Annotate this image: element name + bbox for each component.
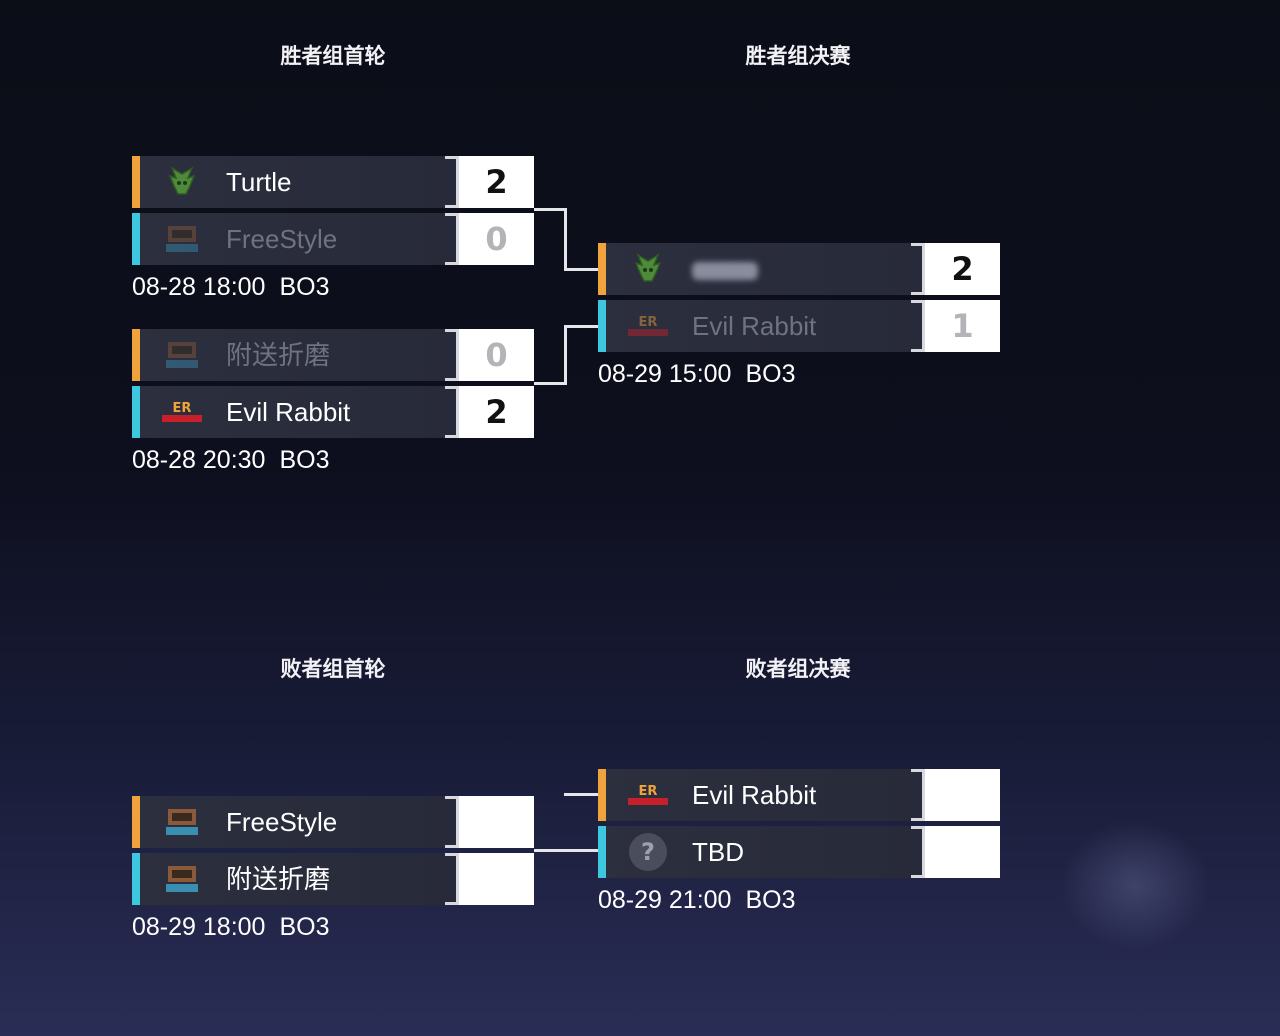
score <box>925 826 1000 878</box>
team-name <box>692 243 758 295</box>
match-format: BO3 <box>745 360 796 388</box>
score-bracket <box>911 769 925 821</box>
turtle-logo-icon <box>626 251 670 287</box>
seed-accent <box>598 826 606 878</box>
score-bracket <box>445 213 459 265</box>
bracket-connector <box>564 793 598 796</box>
seed-accent <box>598 300 606 352</box>
score: 2 <box>925 243 1000 295</box>
match-wb-final[interactable]: 2 ER Evil Rabbit 1 08-29 15:00 BO3 <box>598 243 1000 389</box>
match-info: 08-28 20:30 BO3 <box>132 446 534 475</box>
score-bracket <box>911 243 925 295</box>
seed-accent <box>132 213 140 265</box>
bracket-connector <box>564 325 598 328</box>
team-name: 附送折磨 <box>226 340 331 370</box>
team-name: Evil Rabbit <box>692 311 817 341</box>
team-name: Evil Rabbit <box>226 397 351 427</box>
score: 0 <box>459 213 534 265</box>
team-row[interactable]: ? TBD <box>598 826 1000 878</box>
match-format: BO3 <box>279 273 330 301</box>
match-time: 08-29 18:00 <box>132 913 266 941</box>
match-time: 08-29 15:00 <box>598 360 732 388</box>
match-info: 08-29 18:00 BO3 <box>132 913 534 942</box>
score: 0 <box>459 329 534 381</box>
team-row[interactable]: 附送折磨 <box>132 853 534 905</box>
score: 2 <box>459 156 534 208</box>
seed-accent <box>132 386 140 438</box>
match-lb-final[interactable]: ER Evil Rabbit ? TBD 08-29 21:00 BO3 <box>598 769 1000 915</box>
score-bracket <box>445 853 459 905</box>
freestyle-logo-icon <box>160 804 204 840</box>
team-name: FreeStyle <box>226 224 338 254</box>
round-title-winners-final: 胜者组决赛 <box>745 44 851 68</box>
evil-rabbit-logo-icon: ER <box>160 394 204 430</box>
seed-accent <box>132 156 140 208</box>
score-bracket <box>445 329 459 381</box>
team-row[interactable]: ER Evil Rabbit 1 <box>598 300 1000 352</box>
team-name: FreeStyle <box>226 807 338 837</box>
team-name: Turtle <box>226 167 292 197</box>
bracket-connector <box>534 208 566 211</box>
score <box>459 853 534 905</box>
match-info: 08-29 15:00 BO3 <box>598 360 1000 389</box>
bracket-connector <box>534 849 598 852</box>
team-row[interactable]: 2 <box>598 243 1000 295</box>
svg-text:ER: ER <box>639 315 658 330</box>
match-info: 08-29 21:00 BO3 <box>598 886 1000 915</box>
seed-accent <box>132 796 140 848</box>
score-bracket <box>911 300 925 352</box>
team-row[interactable]: ER Evil Rabbit <box>598 769 1000 821</box>
score-bracket <box>445 156 459 208</box>
match-time: 08-29 21:00 <box>598 886 732 914</box>
evil-rabbit-logo-icon: ER <box>626 777 670 813</box>
seed-accent <box>598 769 606 821</box>
score-bracket <box>911 826 925 878</box>
team-row[interactable]: ER Evil Rabbit 2 <box>132 386 534 438</box>
team-row[interactable]: FreeStyle 0 <box>132 213 534 265</box>
tbd-icon-circle: ? <box>629 833 667 871</box>
bracket-connector <box>564 208 567 271</box>
svg-text:ER: ER <box>173 401 192 416</box>
freestyle-logo-icon <box>160 861 204 897</box>
score <box>459 796 534 848</box>
seed-accent <box>598 243 606 295</box>
turtle-logo-icon <box>160 164 204 200</box>
freestyle-logo-icon <box>160 221 204 257</box>
match-format: BO3 <box>745 886 796 914</box>
round-title-losers-r1: 败者组首轮 <box>280 657 386 681</box>
match-info: 08-28 18:00 BO3 <box>132 273 534 302</box>
score: 1 <box>925 300 1000 352</box>
bracket-connector <box>564 325 567 385</box>
team-row[interactable]: FreeStyle <box>132 796 534 848</box>
score-bracket <box>445 796 459 848</box>
blurred-name-placeholder <box>692 262 758 281</box>
svg-text:ER: ER <box>639 784 658 799</box>
team-name: Evil Rabbit <box>692 780 817 810</box>
question-icon: ? <box>626 833 670 871</box>
team-row[interactable]: 附送折磨 0 <box>132 329 534 381</box>
match-time: 08-28 20:30 <box>132 446 266 474</box>
evil-rabbit-logo-icon: ER <box>626 308 670 344</box>
bracket-connector <box>564 268 598 271</box>
bracket-connector <box>534 382 566 385</box>
team-row[interactable]: Turtle 2 <box>132 156 534 208</box>
score: 2 <box>459 386 534 438</box>
freestyle-logo-icon <box>160 337 204 373</box>
match-lb1[interactable]: FreeStyle 附送折磨 08-29 18:00 BO3 <box>132 796 534 942</box>
match-time: 08-28 18:00 <box>132 273 266 301</box>
score <box>925 769 1000 821</box>
background-decoration <box>1060 820 1210 950</box>
match-format: BO3 <box>279 446 330 474</box>
match-wb2[interactable]: 附送折磨 0 ER Evil Rabbit 2 08-28 20:30 BO3 <box>132 329 534 475</box>
seed-accent <box>132 853 140 905</box>
seed-accent <box>132 329 140 381</box>
round-title-losers-final: 败者组决赛 <box>745 657 851 681</box>
match-wb1[interactable]: Turtle 2 FreeStyle 0 08-28 18:00 BO3 <box>132 156 534 302</box>
team-name: TBD <box>692 837 744 867</box>
score-bracket <box>445 386 459 438</box>
round-title-winners-r1: 胜者组首轮 <box>280 44 386 68</box>
team-name: 附送折磨 <box>226 864 331 894</box>
match-format: BO3 <box>279 913 330 941</box>
